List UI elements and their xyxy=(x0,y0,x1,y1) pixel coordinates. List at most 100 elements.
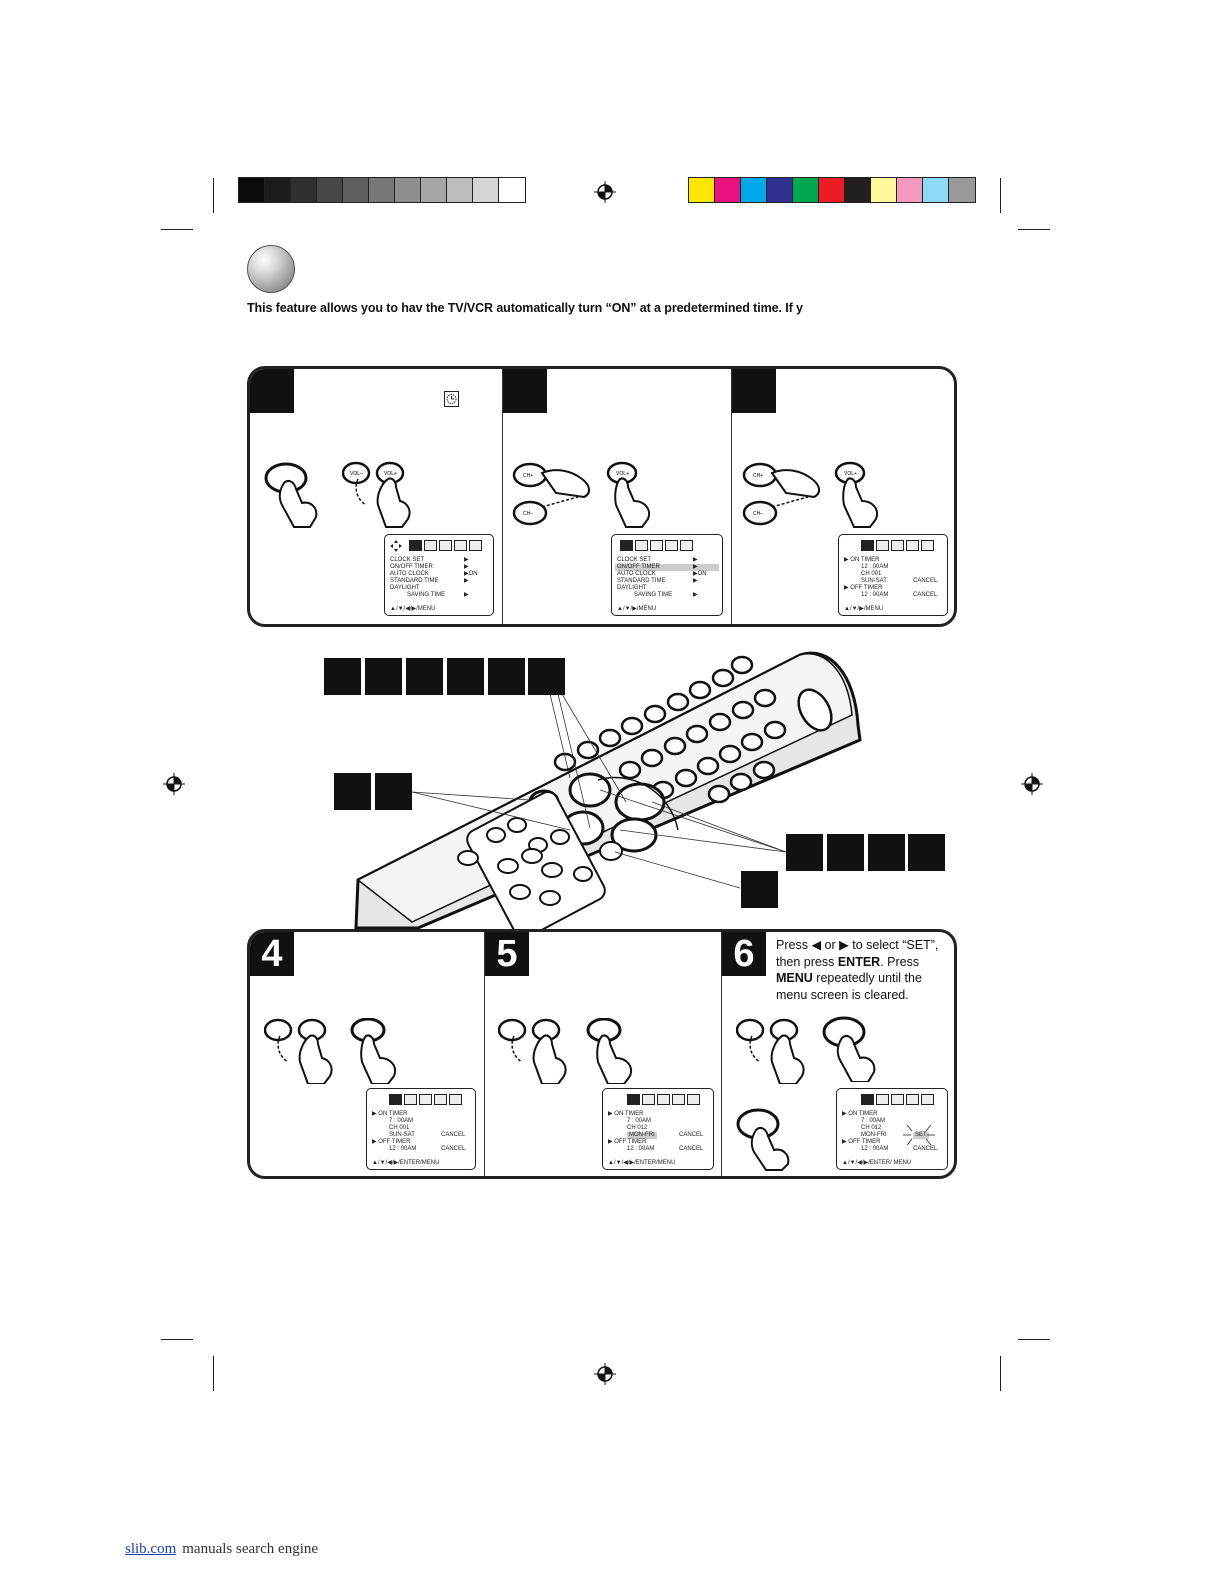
menu-row: ▶ ON TIMER xyxy=(372,1111,408,1117)
step-2-box xyxy=(503,369,547,413)
menu-key-label: MENU xyxy=(776,971,813,985)
menu-row: STANDARD TIME xyxy=(617,578,666,584)
menu-footer: ▲/▼/◀/▶/ENTER/MENU xyxy=(608,1160,676,1166)
menu-value: ▶ xyxy=(464,578,469,584)
crop-mark xyxy=(213,178,214,213)
color-swatch xyxy=(395,178,421,202)
osd-menu-step-6: ▶ ON TIMER 7 : 00AM CH 012 MON-FRI ▶ OFF… xyxy=(836,1088,948,1170)
menu-icon-tabs xyxy=(389,1094,462,1105)
menu-value: CANCEL xyxy=(913,578,938,584)
callout-box xyxy=(334,773,371,810)
section-bullet-icon xyxy=(247,245,295,293)
color-swatch xyxy=(343,178,369,202)
color-swatch xyxy=(499,178,525,202)
menu-row: 12 : 00AM xyxy=(861,592,889,598)
menu-row: MON-FRI xyxy=(861,1132,887,1138)
menu-value: ▶ xyxy=(464,564,469,570)
osd-menu-step-2: CLOCK SET ON/OFF TIMER AUTO CLOCK STANDA… xyxy=(611,534,723,616)
menu-row: SUN-SAT xyxy=(389,1132,415,1138)
press-menu-hand-icon xyxy=(736,1108,790,1171)
menu-row: CLOCK SET xyxy=(390,557,425,563)
menu-row: 7 : 00AM xyxy=(627,1118,652,1124)
svg-text:VOL+: VOL+ xyxy=(616,471,629,477)
process-color-bar xyxy=(688,177,976,203)
menu-row: SAVING TIME xyxy=(407,592,446,598)
press-vol-plus-hand-icon: VOL+ xyxy=(606,461,650,528)
step-6-text-part: to select “SET”, then press xyxy=(776,938,939,969)
menu-footer: ▲/▼/◀/▶/ENTER/ MENU xyxy=(842,1160,912,1166)
callout-box xyxy=(741,871,778,908)
menu-icon-tabs xyxy=(620,540,693,551)
menu-value: ▶ xyxy=(693,592,698,598)
step-5-box: 5 xyxy=(485,932,529,976)
color-swatch xyxy=(793,178,819,202)
right-arrow-icon: ▶ xyxy=(839,938,849,952)
menu-footer: ▲/▼/▶/MENU xyxy=(844,606,884,612)
menu-row: ▶ OFF TIMER xyxy=(608,1139,647,1145)
menu-value: ▶ xyxy=(693,578,698,584)
left-arrow-icon: ◀ xyxy=(811,938,822,952)
color-swatch xyxy=(949,178,975,202)
menu-row: 7 : 00AM xyxy=(861,1118,886,1124)
color-swatch xyxy=(767,178,793,202)
menu-value: CANCEL xyxy=(679,1132,704,1138)
registration-mark-icon xyxy=(163,773,185,795)
menu-value: CANCEL xyxy=(441,1132,466,1138)
callout-box xyxy=(406,658,443,695)
menu-row: ON/OFF TIMER xyxy=(390,564,433,570)
enter-key-label: ENTER xyxy=(837,954,881,969)
menu-row-selected: ON/OFF TIMER xyxy=(615,564,719,571)
callout-box xyxy=(827,834,864,871)
color-swatch xyxy=(845,178,871,202)
svg-text:VOL–: VOL– xyxy=(350,471,363,477)
menu-row: 12 : 00AM xyxy=(627,1146,655,1152)
menu-row: AUTO CLOCK xyxy=(390,571,429,577)
menu-icon-tabs xyxy=(861,540,934,551)
menu-value: CANCEL xyxy=(913,1146,938,1152)
press-vol-buttons-hand-icon xyxy=(736,1018,805,1084)
svg-text:VOL+: VOL+ xyxy=(384,471,397,477)
osd-menu-step-5: ▶ ON TIMER 7 : 00AM CH 012 MON-FRI ▶ OFF… xyxy=(602,1088,714,1170)
crop-mark xyxy=(1000,1356,1001,1391)
step-1-box xyxy=(250,369,294,413)
svg-text:CH+: CH+ xyxy=(753,473,763,479)
menu-row: ▶ OFF TIMER xyxy=(844,585,883,591)
press-vol-buttons-hand-icon xyxy=(498,1018,567,1084)
menu-row: DAYLIGHT xyxy=(390,585,420,591)
menu-value: ▶ xyxy=(693,557,698,563)
step-6-text-part: Press xyxy=(776,938,812,952)
menu-row: 7 : 00AM xyxy=(389,1118,414,1124)
menu-row: ▶ OFF TIMER xyxy=(372,1139,411,1145)
menu-value: CANCEL xyxy=(679,1146,704,1152)
color-swatch xyxy=(819,178,845,202)
menu-icon-tabs xyxy=(627,1094,700,1105)
menu-value: ▶ xyxy=(464,592,469,598)
press-vol-plus-hand-icon: VOL+ xyxy=(834,461,878,528)
color-swatch xyxy=(265,178,291,202)
color-swatch xyxy=(369,178,395,202)
menu-row: STANDARD TIME xyxy=(390,578,439,584)
registration-mark-icon xyxy=(594,1363,616,1385)
step-6-text-part: or xyxy=(821,938,840,952)
callout-box xyxy=(908,834,945,871)
callout-box xyxy=(528,658,565,695)
crop-mark xyxy=(161,1339,193,1340)
menu-row: CLOCK SET xyxy=(617,557,652,563)
color-swatch xyxy=(741,178,767,202)
step-divider xyxy=(502,369,503,624)
menu-row: AUTO CLOCK xyxy=(617,571,656,577)
color-swatch xyxy=(715,178,741,202)
menu-row: ▶ ON TIMER xyxy=(608,1111,644,1117)
callout-box xyxy=(447,658,484,695)
callout-box xyxy=(365,658,402,695)
registration-mark-icon xyxy=(594,181,616,203)
menu-icon-tabs xyxy=(861,1094,934,1105)
menu-row: CH 012 xyxy=(861,1125,882,1131)
intro-text: This feature allows you to hav the TV/VC… xyxy=(247,301,803,315)
color-swatch xyxy=(291,178,317,202)
callout-box xyxy=(324,658,361,695)
slib-link[interactable]: slib.com xyxy=(125,1541,177,1557)
callout-box xyxy=(488,658,525,695)
menu-row: ▶ ON TIMER xyxy=(844,557,880,563)
press-ch-plus-hand-icon xyxy=(586,1018,632,1084)
